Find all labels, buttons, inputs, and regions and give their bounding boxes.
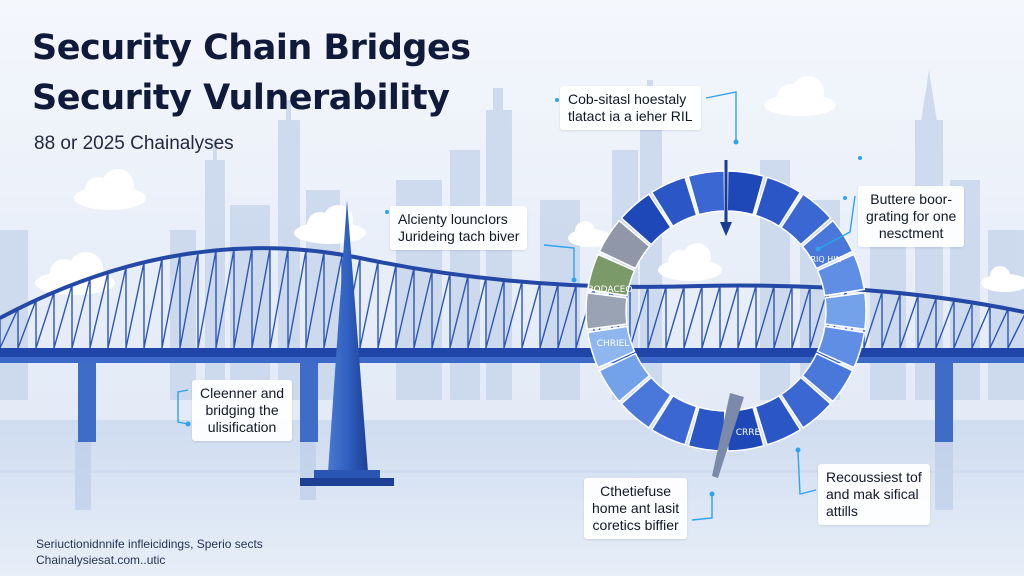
ring-segment	[780, 193, 832, 246]
ring-label-4: RIQ HIN	[810, 255, 841, 264]
callout-top-center: Cob-sitasl hoestaly tlatact ia a ieher R…	[560, 86, 701, 130]
callout-line: Cleenner and	[200, 385, 285, 401]
callout-line: Alcienty louncIors	[398, 211, 508, 227]
callout-left: Cleenner and bridging the ulisification	[192, 380, 293, 441]
callout-line: home ant lasit	[592, 500, 680, 516]
ring-segment	[650, 394, 698, 446]
callout-line: attills	[826, 503, 858, 519]
callout-line: nesctment	[878, 225, 944, 241]
callout-bottom-center: Cthetiefuse home ant lasit coretics biff…	[584, 478, 688, 539]
tower-icon	[300, 200, 394, 486]
footer-line: Seriuctionidnnife infleicidings, Sperio …	[36, 537, 263, 551]
ring-segment	[598, 352, 651, 403]
ring-segment	[754, 176, 802, 228]
bridge-icon	[0, 246, 1024, 442]
callout-lines	[177, 91, 856, 521]
ring-segment	[780, 376, 832, 429]
ring-segment	[620, 193, 672, 246]
ring-diagram-icon	[585, 170, 867, 452]
ring-segment	[585, 291, 628, 331]
ring-segment	[754, 394, 802, 446]
callout-line: Cob-sitasl hoestaly	[568, 91, 687, 107]
callout-bottom-right: Recoussiest tof and mak sifical attills	[818, 464, 930, 525]
callout-line: Buttere boor-	[870, 191, 952, 207]
ring-label-3: CRRE	[736, 428, 761, 438]
ring-segment	[598, 219, 651, 270]
callout-right-top: Buttere boor- grating for one nesctment	[858, 186, 965, 247]
title-line-2: Security Vulnerability	[32, 78, 450, 118]
ring-segment	[586, 325, 636, 369]
callout-line: coretics biffier	[592, 517, 679, 533]
ring-segment	[726, 170, 765, 216]
footer-line: Chainalysiesat.com..utic	[36, 553, 166, 567]
ring-label-2: CHRIEL	[597, 339, 630, 349]
ring-segment	[801, 352, 854, 403]
footer-source: Seriuctionidnnife infleicidings, Sperio …	[36, 536, 263, 568]
ring-label-1: BODACEO	[588, 285, 633, 295]
callout-line: and mak sifical	[826, 486, 919, 502]
subtitle: 88 or 2025 Chainalyses	[34, 133, 234, 154]
ring-segment	[586, 253, 636, 297]
callout-dots	[185, 98, 862, 497]
callout-line: Recoussiest tof	[826, 469, 922, 485]
ring-segment	[650, 176, 698, 228]
arrow-icon	[712, 160, 744, 478]
ring-segment	[687, 170, 726, 216]
ring-segment	[816, 325, 866, 369]
title-line-1: Security Chain Bridges	[32, 28, 471, 68]
callout-line: Jurideing tach biver	[398, 228, 520, 244]
callout-line: tlatact ia a ieher RIL	[568, 108, 693, 124]
ring-segment	[620, 376, 672, 429]
ring-segment	[824, 291, 867, 331]
ring-segment	[816, 253, 866, 297]
callout-line: bridging the	[205, 402, 279, 418]
callout-line: ulisification	[207, 419, 277, 435]
callout-line: Cthetiefuse	[600, 483, 671, 499]
callout-mid-left: Alcienty louncIors Jurideing tach biver	[390, 206, 528, 250]
callout-line: grating for one	[866, 208, 957, 224]
